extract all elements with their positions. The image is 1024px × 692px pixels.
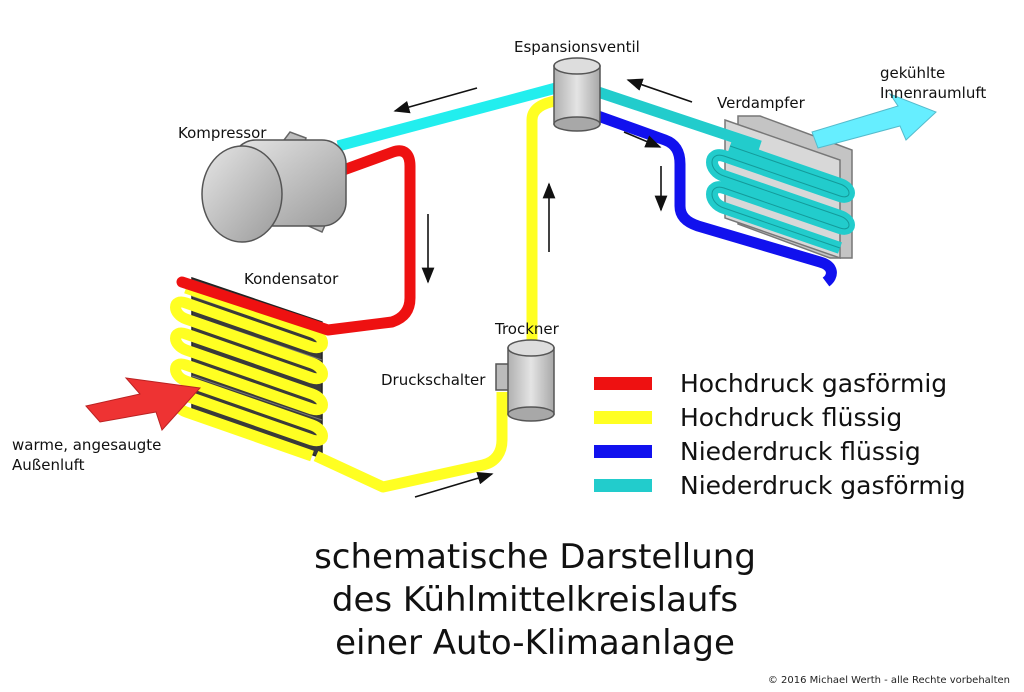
flow-arrow bbox=[393, 87, 478, 114]
flow-arrow bbox=[414, 471, 494, 498]
flow-arrow bbox=[623, 131, 662, 148]
title-line-1: schematische Darstellung bbox=[314, 537, 756, 577]
high-pressure-gas-line bbox=[176, 145, 416, 336]
high-pressure-liquid-line-upper bbox=[526, 95, 557, 340]
compressor-label: Kompressor bbox=[178, 124, 267, 142]
legend-swatch-low-liquid bbox=[594, 445, 652, 458]
legend-swatch-low-gas bbox=[594, 479, 652, 492]
flow-arrow bbox=[626, 78, 693, 103]
copyright-notice: © 2016 Michael Werth - alle Rechte vorbe… bbox=[767, 675, 1010, 686]
pressure-switch-label: Druckschalter bbox=[381, 371, 486, 389]
dryer-label: Trockner bbox=[494, 320, 560, 338]
legend-label-low-liquid: Niederdruck flüssig bbox=[680, 437, 921, 466]
low-pressure-liquid-line bbox=[596, 110, 837, 287]
warm-air-arrow bbox=[85, 377, 202, 431]
expansion-valve bbox=[553, 57, 601, 132]
legend-label-high-liquid: Hochdruck flüssig bbox=[680, 403, 902, 432]
condenser-label: Kondensator bbox=[244, 270, 339, 288]
flow-arrows bbox=[393, 78, 693, 498]
warm-air-label-1: warme, angesaugte bbox=[12, 436, 161, 454]
condenser-coil bbox=[170, 282, 328, 462]
dryer bbox=[495, 339, 555, 422]
warm-air-label-2: Außenluft bbox=[12, 456, 85, 474]
high-pressure-liquid-line bbox=[313, 392, 508, 493]
expansion-valve-label: Espansionsventil bbox=[514, 38, 640, 56]
legend-swatch-high-liquid bbox=[594, 411, 652, 424]
title-line-3: einer Auto-Klimaanlage bbox=[335, 623, 735, 663]
legend: Hochdruck gasförmig Hochdruck flüssig Ni… bbox=[594, 369, 966, 500]
legend-label-low-gas: Niederdruck gasförmig bbox=[680, 471, 966, 500]
title-line-2: des Kühlmittelkreislaufs bbox=[331, 580, 739, 620]
cooled-air-label-2: Innenraumluft bbox=[880, 84, 986, 102]
legend-swatch-high-gas bbox=[594, 377, 652, 390]
refrigerant-circuit-diagram: Espansionsventil Kompressor Verdampfer K… bbox=[12, 38, 986, 500]
evaporator-label: Verdampfer bbox=[717, 94, 806, 112]
diagram-title: schematische Darstellung des Kühlmittelk… bbox=[0, 536, 1024, 665]
legend-label-high-gas: Hochdruck gasförmig bbox=[680, 369, 947, 398]
low-pressure-gas-line-evap bbox=[596, 86, 762, 152]
evaporator-coil-outline bbox=[711, 145, 850, 249]
low-pressure-gas-line bbox=[336, 82, 558, 152]
cooled-air-arrow bbox=[811, 92, 937, 149]
compressor bbox=[201, 131, 347, 243]
cooled-air-label-1: gekühlte bbox=[880, 64, 945, 82]
